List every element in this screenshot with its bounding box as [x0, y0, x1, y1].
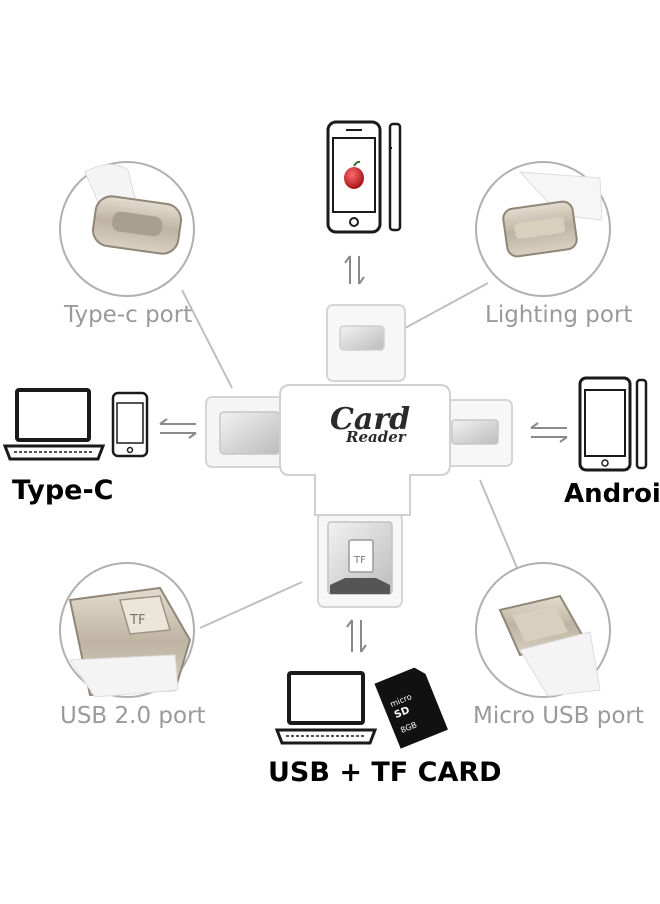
line-usb: [199, 581, 303, 629]
lighting-port-label: Lighting port: [485, 302, 633, 328]
apple-logo-icon: [344, 167, 364, 189]
micro-usb-connector-icon: [451, 419, 499, 445]
lightning-connector-icon: [339, 325, 385, 351]
sd-card-slot-label: TF: [353, 555, 366, 566]
android-title: Android: [564, 479, 660, 509]
usb-port-label: USB 2.0 port: [60, 703, 206, 729]
brand-reader: Reader: [346, 428, 406, 446]
iphone-icon: [326, 120, 402, 234]
type-c-connector-icon: [219, 411, 281, 455]
exchange-arrows-top: [344, 255, 365, 285]
exchange-arrows-left: [159, 418, 197, 439]
brand-card: Card: [330, 402, 411, 437]
phone-icon-left: [111, 391, 149, 458]
micro-usb-port-circle: [475, 562, 611, 698]
connector-lines: [181, 282, 521, 629]
type-c-title: Type-C: [12, 475, 114, 506]
android-phone-icon: [578, 376, 648, 472]
line-lighting: [404, 282, 489, 329]
exchange-arrows-bottom: [346, 619, 367, 653]
micro-usb-port-label: Micro USB port: [473, 703, 644, 729]
lighting-port-circle: [475, 161, 611, 297]
line-micro-usb: [479, 479, 521, 576]
tf-card-icon: micro SD 8GB: [374, 667, 448, 749]
usb-port-circle: TF: [59, 562, 195, 698]
usb-tf-card-title: USB + TF CARD: [268, 757, 502, 788]
line-type-c: [181, 289, 233, 389]
sd-card-slot-icon: [348, 539, 374, 573]
card-reader-device: TF: [205, 304, 513, 608]
svg-text:TF: TF: [129, 613, 145, 628]
type-c-port-label: Type-c port: [64, 302, 193, 328]
laptop-icon-bottom: [274, 671, 378, 745]
type-c-port-circle: [59, 161, 195, 297]
exchange-arrows-right: [530, 422, 568, 443]
laptop-icon-left: [2, 388, 106, 461]
svg-text:SD: SD: [393, 705, 412, 721]
